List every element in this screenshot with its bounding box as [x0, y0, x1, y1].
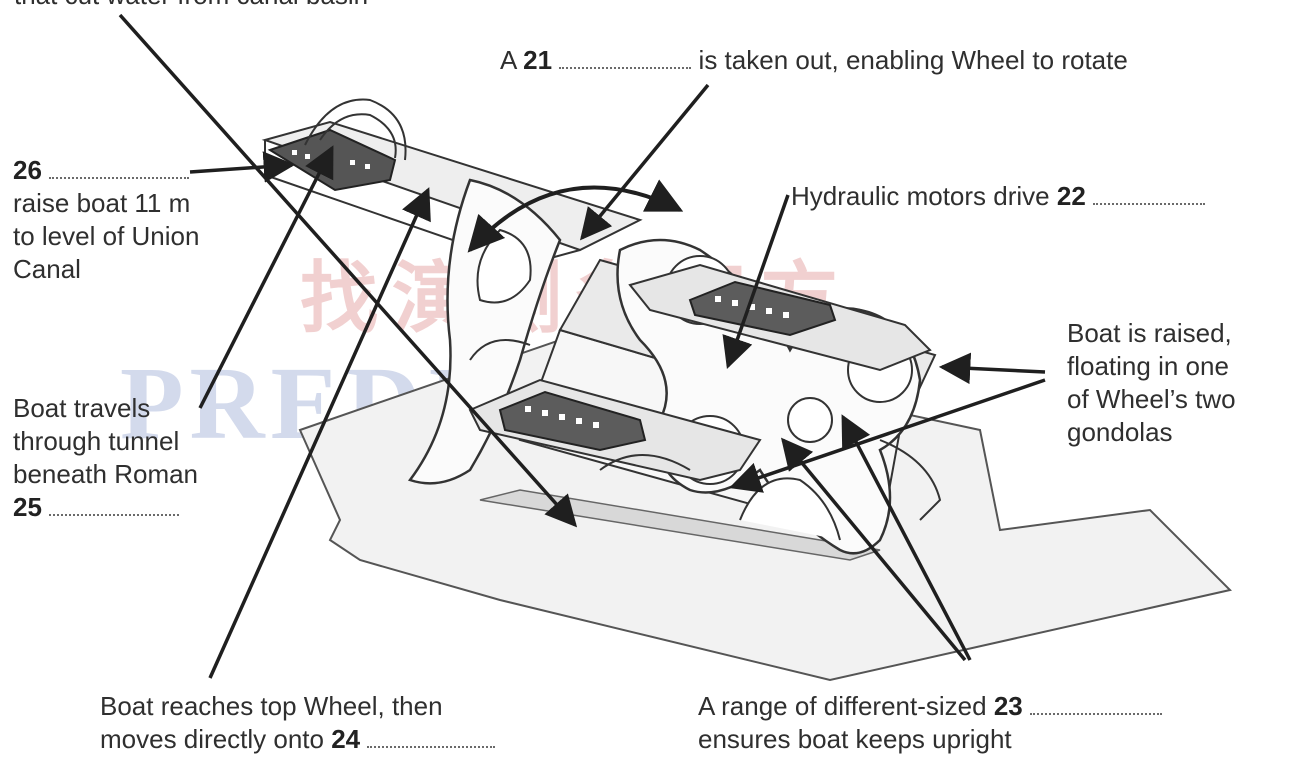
label-question-22: Hydraulic motors drive 22 [791, 180, 1206, 213]
answer-blank-25[interactable] [49, 510, 180, 516]
label-question-23: A range of different-sized 23 ensures bo… [698, 690, 1162, 756]
question-number-21: 21 [523, 45, 553, 75]
label-question-25: Boat travels through tunnel beneath Roma… [13, 393, 199, 522]
question-number-22: 22 [1056, 181, 1086, 211]
answer-blank-26[interactable] [49, 173, 190, 179]
answer-blank-22[interactable] [1093, 199, 1206, 205]
label-question-26: 26 raise boat 11 m to level of Union Can… [13, 155, 200, 284]
gondola-lower-boat [498, 390, 647, 452]
answer-blank-21[interactable] [559, 63, 692, 69]
answer-blank-24[interactable] [367, 742, 496, 748]
label-question-24: Boat reaches top Wheel, then moves direc… [100, 690, 496, 756]
rotation-arrow [467, 179, 684, 253]
question-number-23: 23 [993, 691, 1023, 721]
question-number-25: 25 [13, 492, 42, 522]
gondola-upper-boat [688, 280, 837, 337]
leader-lines [118, 13, 1046, 679]
ground-shadow [479, 489, 881, 561]
question-number-24: 24 [331, 724, 361, 754]
question-number-26: 26 [13, 155, 42, 185]
label-question-21: A 21 is taken out, enabling Wheel to rot… [500, 45, 1128, 75]
label-top-cut: that cut water from canal basin [14, 0, 368, 12]
label-gondolas: Boat is raised, floating in one of Wheel… [1067, 318, 1236, 447]
answer-blank-23[interactable] [1029, 709, 1162, 715]
